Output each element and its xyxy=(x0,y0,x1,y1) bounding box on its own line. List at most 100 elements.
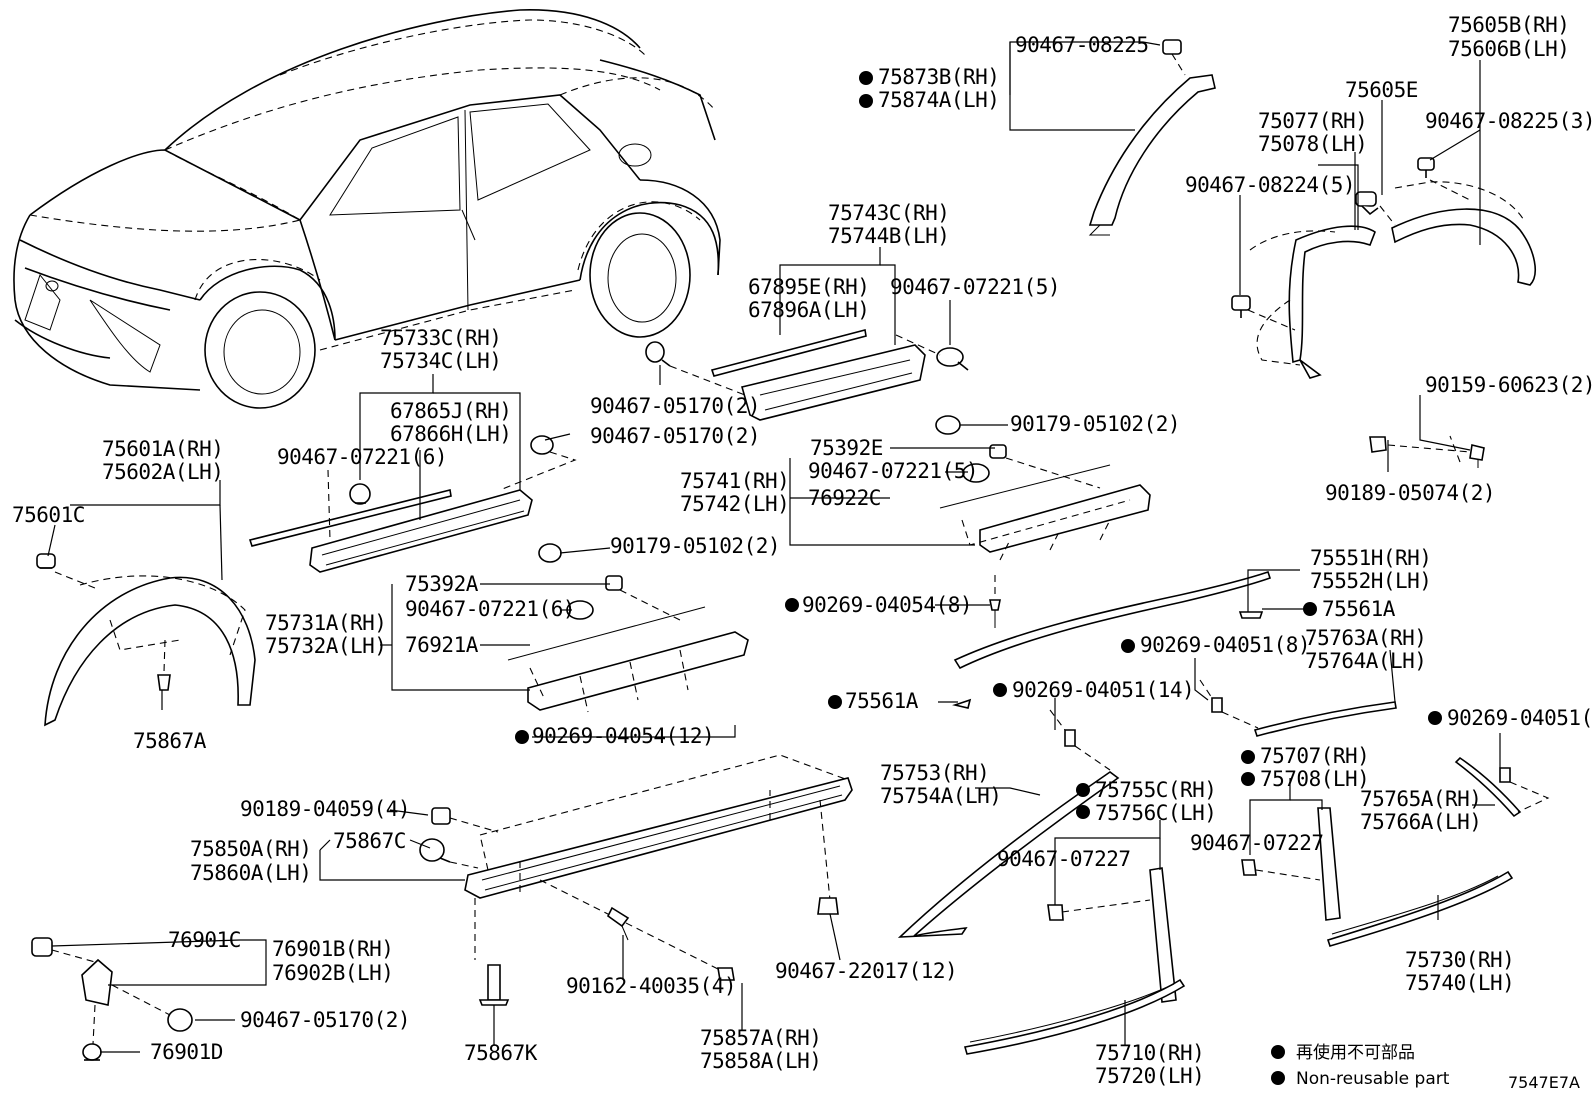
legend-en-text: Non-reusable part xyxy=(1296,1069,1450,1089)
clip-icon xyxy=(1231,295,1251,318)
part-label-75874a: 75874A(LH) xyxy=(878,88,999,112)
part-label-90269-04054-8: 90269-04054(8) xyxy=(802,593,972,617)
leader-lines xyxy=(47,41,1501,1053)
clip-icon xyxy=(478,964,510,1006)
part-label-67866h: 67866H(LH) xyxy=(390,422,511,446)
part-label-76901d: 76901D xyxy=(150,1040,223,1064)
part-label-75867a: 75867A xyxy=(133,729,207,753)
screw-icon xyxy=(1211,697,1223,713)
part-label-90162-40035-4: 90162-40035(4) xyxy=(566,974,736,998)
part-label-75602a: 75602A(LH) xyxy=(102,460,223,484)
part-label-90269-04054-12: 90269-04054(12) xyxy=(532,724,714,748)
screw-icon xyxy=(1499,767,1511,783)
part-label-75078: 75078(LH) xyxy=(1258,132,1367,156)
screw-icon xyxy=(989,599,1001,628)
part-label-75755c: 75755C(RH) xyxy=(1095,778,1216,802)
part-label-90467-07227b: 90467-07227 xyxy=(1190,831,1324,855)
clip-icon xyxy=(167,1008,193,1032)
part-label-67895e: 67895E(RH) xyxy=(748,275,869,299)
part-label-75860a: 75860A(LH) xyxy=(190,861,311,885)
part-label-76902b: 76902B(LH) xyxy=(272,961,393,985)
part-label-75763a: 75763A(RH) xyxy=(1305,626,1426,650)
clip-icon xyxy=(1162,39,1182,55)
roof-drip-moulding xyxy=(952,570,1272,709)
part-label-75754a: 75754A(LH) xyxy=(880,784,1001,808)
clip-icon xyxy=(817,897,839,915)
clip-icon xyxy=(157,674,171,691)
part-label-76901c: 76901C xyxy=(168,928,241,952)
part-label-90467-05170-2b: 90467-05170(2) xyxy=(590,424,760,448)
part-label-75605b: 75605B(RH) xyxy=(1448,13,1569,37)
legend-bullet-jp xyxy=(1271,1045,1285,1059)
part-label-90467-07221-5a: 90467-07221(5) xyxy=(890,275,1060,299)
rear-wheel-arch-moulding xyxy=(1231,157,1536,468)
screw-icon xyxy=(1064,729,1076,747)
upper-rear-door-moulding xyxy=(645,329,969,421)
part-label-90179-05102-2a: 90179-05102(2) xyxy=(1010,412,1180,436)
front-wheel-arch-moulding xyxy=(36,553,256,727)
clip-icon xyxy=(349,483,371,505)
part-label-75740: 75740(LH) xyxy=(1405,971,1514,995)
part-label-75552h: 75552H(LH) xyxy=(1310,569,1431,593)
part-label-75756c: 75756C(LH) xyxy=(1095,801,1216,825)
part-label-75733c: 75733C(RH) xyxy=(380,326,501,350)
part-label-75765a: 75765A(RH) xyxy=(1360,787,1481,811)
part-label-75731a: 75731A(RH) xyxy=(265,611,386,635)
part-label-90269-04051-8: 90269-04051(8) xyxy=(1140,633,1310,657)
clip-icon xyxy=(1417,157,1435,178)
part-label-90179-05102-2b: 90179-05102(2) xyxy=(610,534,780,558)
part-label-75606b: 75606B(LH) xyxy=(1448,37,1569,61)
part-label-90467-08225-3: 90467-08225(3) xyxy=(1425,109,1592,133)
front-door-frame-moulding xyxy=(897,709,1186,1055)
part-label-75710: 75710(RH) xyxy=(1095,1041,1204,1065)
part-number-labels: 75605B(RH) 75606B(LH) 75605E 90467-08225… xyxy=(12,13,1592,1088)
part-label-76901b: 76901B(RH) xyxy=(272,937,393,961)
clip-icon xyxy=(419,838,451,863)
clip-icon xyxy=(935,415,1007,483)
part-label-75732a: 75732A(LH) xyxy=(265,634,386,658)
clip-icon xyxy=(530,435,554,455)
part-label-90467-07221-5b: 90467-07221(5) xyxy=(808,459,978,483)
clip-icon xyxy=(431,807,451,825)
clip-icon xyxy=(1355,191,1379,216)
part-label-75707: 75707(RH) xyxy=(1260,744,1369,768)
part-label-75561a-b: 75561A xyxy=(845,689,919,713)
clip-icon xyxy=(1369,436,1387,453)
part-label-90467-07221-6b: 90467-07221(6) xyxy=(405,597,575,621)
front-door-moulding-assemblies xyxy=(507,415,1151,713)
part-label-90467-05170-2a: 90467-05170(2) xyxy=(590,394,760,418)
part-label-75744b: 75744B(LH) xyxy=(828,224,949,248)
part-label-90467-07221-6a: 90467-07221(6) xyxy=(277,445,447,469)
part-label-90467-05170-2c: 90467-05170(2) xyxy=(240,1008,410,1032)
part-label-90467-07227a: 90467-07227 xyxy=(997,847,1131,871)
part-label-75601c: 75601C xyxy=(12,503,85,527)
part-label-90189-05074-2: 90189-05074(2) xyxy=(1325,481,1495,505)
part-label-75857a: 75857A(RH) xyxy=(700,1026,821,1050)
clip-icon xyxy=(36,553,56,569)
part-label-75720: 75720(LH) xyxy=(1095,1064,1204,1088)
part-label-75764a: 75764A(LH) xyxy=(1305,649,1426,673)
diagram-code: 7547E7A xyxy=(1508,1073,1580,1092)
part-label-75734c: 75734C(LH) xyxy=(380,349,501,373)
rear-door-lower-moulding xyxy=(248,435,577,573)
part-label-75873b: 75873B(RH) xyxy=(878,65,999,89)
clip-icon xyxy=(645,341,671,367)
clip-icon xyxy=(936,347,969,371)
part-label-90467-08225: 90467-08225 xyxy=(1015,33,1149,57)
clip-icon xyxy=(717,967,735,981)
vehicle-illustration xyxy=(13,9,721,409)
part-label-67865j: 67865J(RH) xyxy=(390,399,511,423)
part-label-75551h: 75551H(RH) xyxy=(1310,546,1431,570)
part-label-90467-22017-12: 90467-22017(12) xyxy=(775,959,957,983)
clip-icon xyxy=(31,937,53,957)
part-label-75867k: 75867K xyxy=(464,1041,538,1065)
part-label-75392e: 75392E xyxy=(810,436,883,460)
part-label-75392a: 75392A xyxy=(405,572,479,596)
part-label-75561a-a: 75561A xyxy=(1322,597,1396,621)
clip-icon xyxy=(82,1043,102,1061)
part-label-75850a: 75850A(RH) xyxy=(190,837,311,861)
part-label-75742: 75742(LH) xyxy=(680,492,789,516)
part-label-75753: 75753(RH) xyxy=(880,761,989,785)
part-label-90269-04051-14: 90269-04051(14) xyxy=(1012,678,1194,702)
